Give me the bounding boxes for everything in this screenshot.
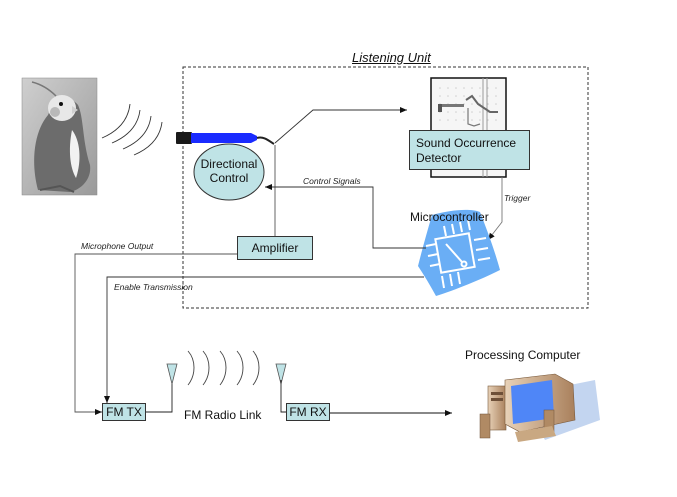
directional-control-node xyxy=(193,143,265,201)
sound-occurrence-detector-box: Sound Occurrence Detector xyxy=(409,130,530,170)
sound-waves-icon xyxy=(101,103,163,156)
enable-transmission-connector xyxy=(104,276,424,403)
amplifier-label: Amplifier xyxy=(251,241,299,255)
directional-microphone-icon xyxy=(176,132,275,145)
chip-icon xyxy=(418,209,500,296)
fm-rx-label: FM RX xyxy=(289,405,327,419)
radio-waves-icon xyxy=(187,350,260,386)
fm-rx-antenna-icon xyxy=(275,363,287,385)
microphone-output-connector xyxy=(74,253,237,415)
microphone-output-label: Microphone Output xyxy=(81,241,154,251)
microcontroller-label: Microcontroller xyxy=(410,210,489,224)
fm-tx-antenna-icon xyxy=(166,363,178,385)
fm-radio-link-label: FM Radio Link xyxy=(184,408,262,422)
fm-rx-box: FM RX xyxy=(286,403,330,421)
bird-photo xyxy=(21,77,98,196)
listening-unit-boundary xyxy=(182,66,589,309)
directional-control-line2: Control xyxy=(209,171,249,185)
desktop-computer-icon xyxy=(479,373,600,442)
amplifier-box: Amplifier xyxy=(237,236,313,260)
mic-to-detector-connector xyxy=(274,107,407,144)
directional-control-label: Directional Control xyxy=(197,157,261,185)
processing-computer-label: Processing Computer xyxy=(465,348,581,362)
sound-detector-line2: Detector xyxy=(416,151,462,165)
sound-detector-line1: Sound Occurrence xyxy=(416,136,517,150)
trigger-label: Trigger xyxy=(504,193,531,203)
fm-tx-label: FM TX xyxy=(106,405,142,419)
control-signals-label: Control Signals xyxy=(303,176,361,186)
fm-rx-antenna-connector xyxy=(280,380,286,413)
enable-transmission-label: Enable Transmission xyxy=(114,282,193,292)
fm-tx-antenna-connector xyxy=(146,380,173,413)
fm-tx-box: FM TX xyxy=(102,403,146,421)
control-signals-connector xyxy=(265,184,426,249)
trigger-connector xyxy=(487,177,503,241)
directional-control-line1: Directional xyxy=(200,157,258,171)
listening-unit-title: Listening Unit xyxy=(352,50,431,65)
